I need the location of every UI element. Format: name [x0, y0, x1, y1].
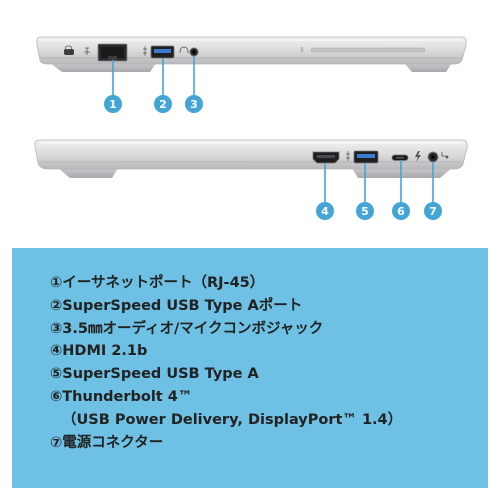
laptop-right-side — [34, 139, 468, 178]
callout-2-number: 2 — [159, 98, 167, 111]
hdmi-port — [312, 151, 340, 164]
laptop-foot-right — [404, 63, 452, 72]
legend-item-usb-a: ⑤SuperSpeed USB Type A — [50, 366, 259, 383]
legend-item-hdmi: ④HDMI 2.1b — [50, 343, 148, 360]
laptop-body-left — [36, 36, 467, 65]
usb-a-port — [150, 45, 175, 59]
thunderbolt-port — [391, 154, 409, 161]
ports-legend: ①イーサネットポート（RJ-45） ②SuperSpeed USB Type A… — [12, 248, 488, 488]
callout-1-number: 1 — [109, 98, 117, 111]
usb-a-port-2 — [353, 150, 379, 164]
laptop-ports-diagram: 1 2 3 — [34, 36, 468, 220]
network-symbol-icon — [84, 47, 90, 55]
callout-6-number: 6 — [397, 205, 405, 218]
legend-item-power: ⑦電源コネクター — [50, 434, 164, 451]
laptop-body-right — [34, 139, 468, 170]
laptop-foot-left-2 — [58, 168, 118, 178]
callout-4: 4 — [316, 202, 334, 220]
callout-2: 2 — [154, 95, 172, 113]
callout-7: 7 — [424, 202, 442, 220]
power-symbol-icon — [441, 152, 449, 159]
legend-item-thunderbolt: ⑥Thunderbolt 4™ — [50, 388, 193, 405]
thunderbolt-symbol-icon — [415, 151, 421, 162]
callout-1: 1 — [104, 95, 122, 113]
callout-lines-bottom — [324, 160, 434, 202]
audio-jack — [189, 47, 199, 57]
callout-lines-top — [112, 56, 195, 96]
superspeed-usb-symbol-icon-2 — [346, 151, 350, 161]
superspeed-usb-symbol-icon — [143, 46, 147, 56]
legend-item-ethernet: ①イーサネットポート（RJ-45） — [50, 275, 265, 291]
side-slot — [301, 47, 426, 53]
headset-symbol-icon — [179, 46, 189, 54]
callout-5-number: 5 — [361, 205, 369, 218]
laptop-left-side — [36, 36, 467, 72]
legend-item-thunderbolt-detail: （USB Power Delivery, DisplayPort™ 1.4） — [62, 411, 403, 428]
legend-item-usb-a-port: ②SuperSpeed USB Type Aポート — [50, 297, 303, 314]
callout-3: 3 — [185, 95, 203, 113]
lock-slot-icon — [64, 45, 74, 55]
power-connector — [427, 151, 439, 163]
callout-4-number: 4 — [321, 205, 329, 218]
laptop-foot-left — [50, 63, 156, 72]
callout-3-number: 3 — [190, 98, 198, 111]
legend-item-audio-jack: ③3.5㎜オーディオ/マイクコンボジャック — [50, 320, 324, 337]
callout-7-number: 7 — [429, 205, 437, 218]
laptop-foot-right-2 — [352, 168, 452, 178]
callout-6: 6 — [392, 202, 410, 220]
ethernet-port — [97, 43, 128, 62]
callout-5: 5 — [356, 202, 374, 220]
